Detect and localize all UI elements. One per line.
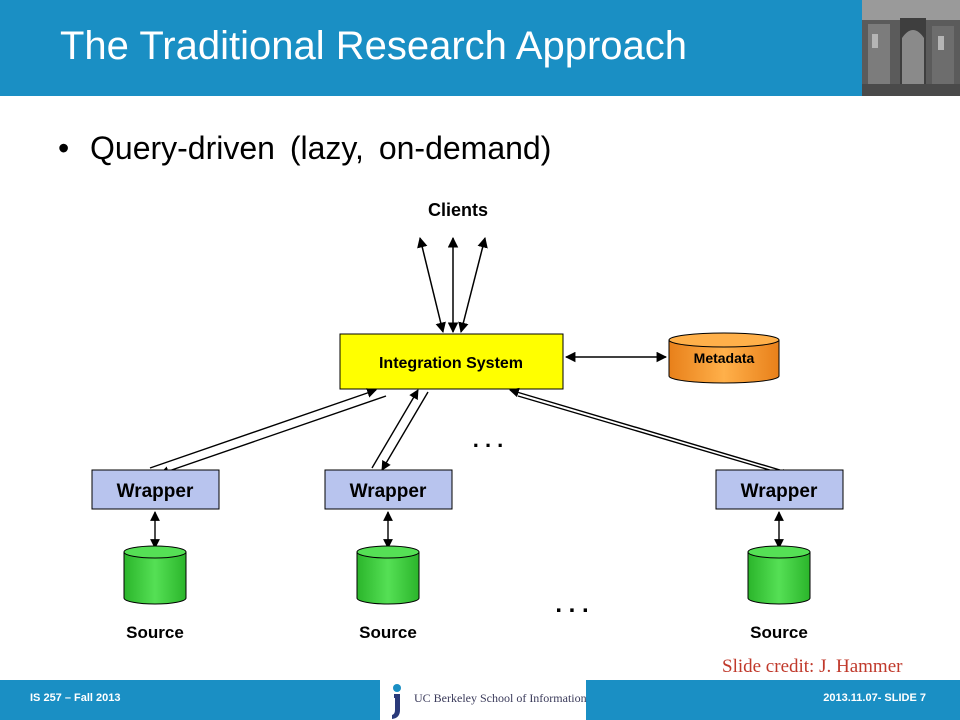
source-cylinder-1: [123, 545, 187, 605]
wrapper-3-down: [517, 395, 791, 479]
wrapper-3-up: [509, 387, 781, 471]
wrapper-label-2: Wrapper: [350, 481, 427, 502]
ellipsis-sources: . . .: [555, 591, 588, 618]
wrapper-1-down: [159, 395, 387, 476]
wrapper-box-1: Wrapper: [91, 469, 220, 510]
source-links: [150, 511, 784, 549]
bullet-point: • Query-driven (lazy, on-demand): [58, 130, 551, 167]
integration-system-label: Integration System: [379, 355, 523, 372]
integration-system-box: Integration System: [339, 333, 564, 390]
wrapper-2-up: [371, 389, 419, 469]
wrapper-label-1: Wrapper: [117, 481, 194, 502]
title-bar: The Traditional Research Approach: [0, 0, 862, 96]
wrapper-1-up: [149, 388, 377, 469]
ellipsis-wrappers: . . .: [473, 427, 504, 452]
source-cylinder-2: [356, 545, 420, 605]
slide-title: The Traditional Research Approach: [60, 24, 688, 68]
wrapper-box-3: Wrapper: [715, 469, 844, 510]
source-cylinder-3: [747, 545, 811, 605]
source-label-3: Source: [750, 623, 808, 642]
architecture-diagram: Clients Integration System Metadata . . …: [91, 200, 844, 642]
metadata-label: Metadata: [694, 350, 755, 366]
bullet-dot: •: [58, 130, 70, 166]
client-arrow-left: [417, 236, 446, 334]
source-label-1: Source: [126, 623, 184, 642]
client-arrow-right: [458, 236, 488, 334]
wrapper-label-3: Wrapper: [741, 481, 818, 502]
slide-credit: Slide credit: J. Hammer: [722, 656, 903, 677]
metadata-cylinder: Metadata: [668, 332, 780, 384]
berkeley-ischool-logo-icon: [392, 684, 401, 719]
wrapper-links: [149, 387, 791, 479]
wrapper-box-2: Wrapper: [324, 469, 453, 510]
school-name: UC Berkeley School of Information: [414, 691, 587, 705]
source-label-2: Source: [359, 623, 417, 642]
building-photo: [862, 0, 960, 96]
berkeley-logo: UC Berkeley School of Information: [380, 680, 587, 720]
wrapper-2-down: [381, 391, 429, 471]
bullet-text: Query-driven (lazy, on-demand): [90, 130, 552, 166]
clients-label: Clients: [428, 200, 488, 220]
client-arrows: [417, 236, 488, 334]
slide-number: 2013.11.07- SLIDE 7: [823, 692, 926, 704]
course-label: IS 257 – Fall 2013: [30, 692, 121, 704]
